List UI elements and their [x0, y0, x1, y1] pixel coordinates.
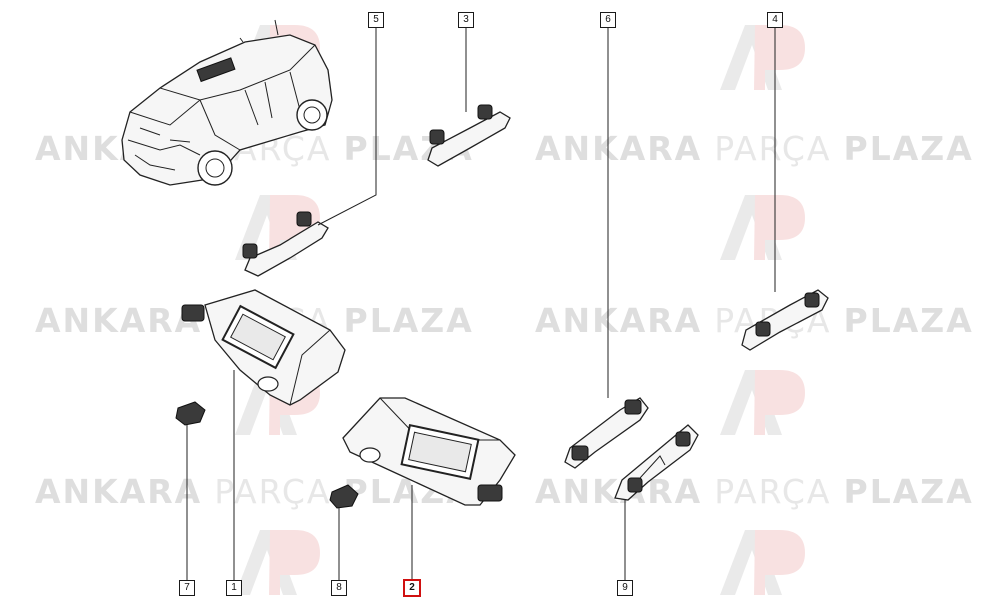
part-4-grab-handle [741, 289, 829, 351]
car-illustration [121, 19, 333, 186]
part-5-grab-handle [242, 211, 329, 277]
callout-5[interactable]: 5 [368, 12, 384, 28]
part-3-grab-handle [427, 104, 511, 167]
callout-6[interactable]: 6 [600, 12, 616, 28]
part-9-grab-handle [614, 424, 699, 501]
watermark-logo [720, 530, 805, 595]
part-6-grab-handle [564, 397, 649, 469]
callout-7[interactable]: 7 [179, 580, 195, 596]
part-8-clip [329, 484, 359, 509]
callout-4[interactable]: 4 [767, 12, 783, 28]
callout-8[interactable]: 8 [331, 580, 347, 596]
part-2-sun-visor [342, 397, 516, 506]
part-7-clip [175, 401, 206, 426]
callout-9[interactable]: 9 [617, 580, 633, 596]
watermark-logo [720, 370, 805, 435]
leader-lines [186, 28, 776, 580]
watermark-logo [720, 195, 805, 260]
callout-1[interactable]: 1 [226, 580, 242, 596]
watermark-logo [235, 530, 320, 595]
watermark-logo [720, 25, 805, 90]
callout-2-selected[interactable]: 2 [403, 579, 421, 597]
part-1-sun-visor [181, 289, 346, 406]
callout-3[interactable]: 3 [458, 12, 474, 28]
leader-5 [317, 28, 377, 226]
watermark-logos [235, 25, 805, 595]
